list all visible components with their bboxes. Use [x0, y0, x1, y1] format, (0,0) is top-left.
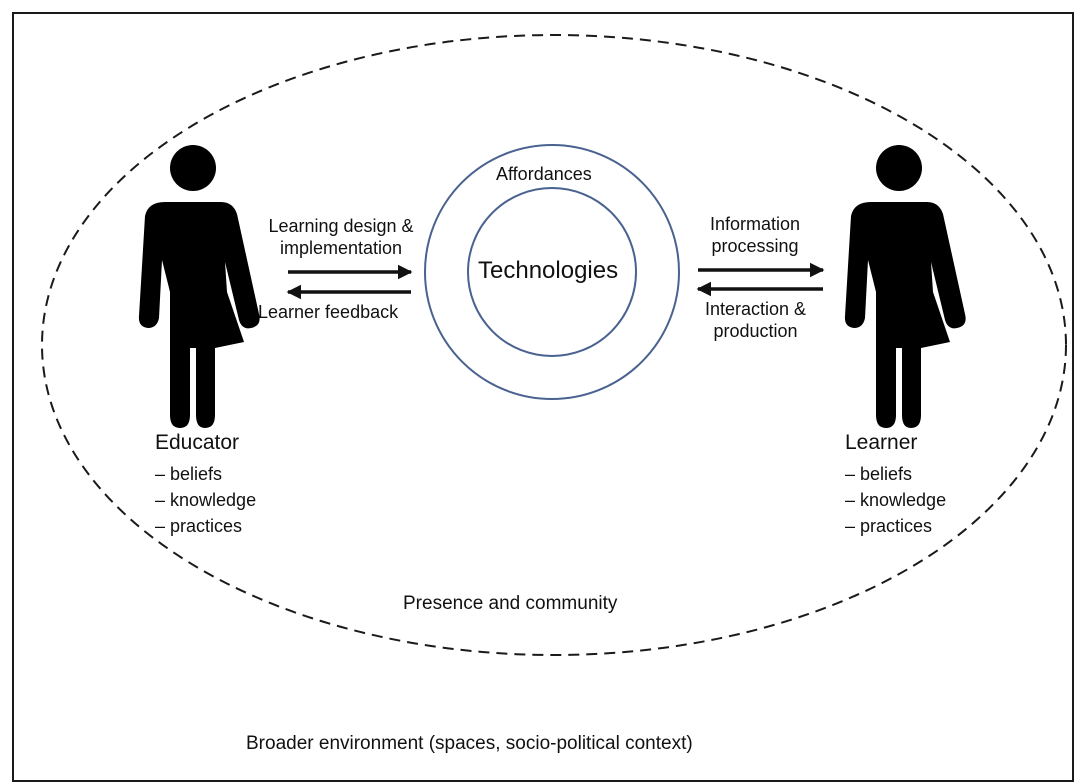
educator-attribute-beliefs: – beliefs	[155, 464, 223, 484]
technologies-label: Technologies	[478, 257, 619, 284]
presence-community-label: Presence and community	[403, 593, 618, 614]
learner-attribute-knowledge: – knowledge	[845, 490, 947, 510]
affordances-circle	[424, 144, 680, 400]
educator-attributes: – beliefs – knowledge – practices	[155, 461, 256, 539]
technologies-circle	[467, 187, 637, 357]
educator-attribute-practices: – practices	[155, 516, 243, 536]
affordances-label: Affordances	[496, 164, 592, 184]
learner-figure-icon	[844, 145, 966, 428]
learner-attribute-practices: – practices	[845, 516, 933, 536]
information-processing-label: Information processing	[690, 214, 820, 257]
learning-design-line-1: Learning design &	[268, 216, 414, 236]
information-processing-line-2: processing	[711, 235, 799, 256]
educator-attribute-knowledge: – knowledge	[155, 490, 257, 510]
community-ellipse	[41, 34, 1067, 656]
learner-attributes: – beliefs – knowledge – practices	[845, 461, 946, 539]
educator-title: Educator	[155, 431, 240, 454]
learner-title: Learner	[845, 431, 918, 454]
interaction-production-line-2: production	[713, 320, 798, 341]
interaction-production-line-1: Interaction &	[704, 299, 807, 319]
information-processing-line-1: Information	[709, 214, 801, 234]
learner-attribute-beliefs: – beliefs	[845, 464, 913, 484]
broader-environment-label: Broader environment (spaces, socio-polit…	[246, 733, 693, 754]
learner-feedback-label: Learner feedback	[258, 302, 399, 322]
learning-design-label: Learning design & implementation	[256, 216, 426, 259]
interaction-production-label: Interaction & production	[688, 299, 823, 342]
educator-figure-icon	[138, 145, 260, 428]
learning-design-line-2: implementation	[279, 237, 403, 258]
